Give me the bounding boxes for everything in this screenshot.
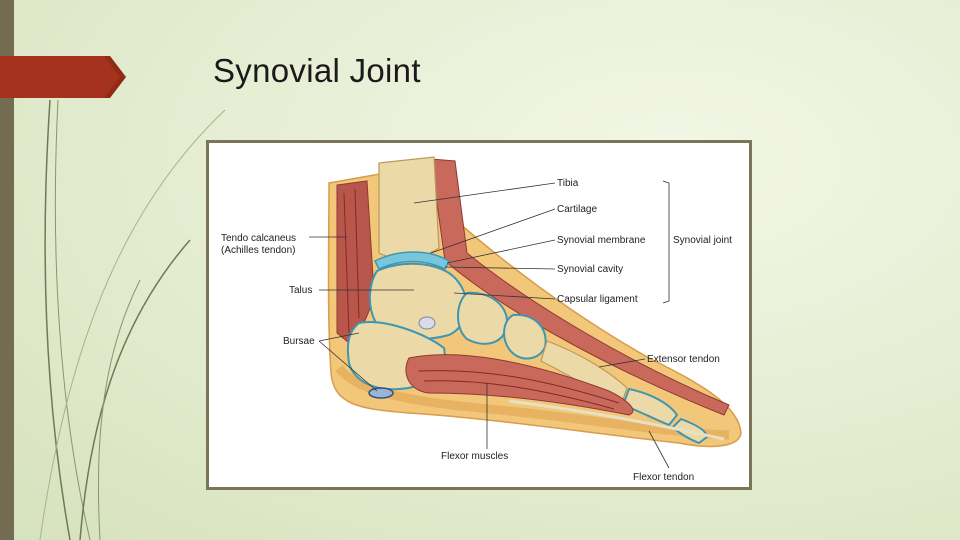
label-cartilage: Cartilage <box>557 204 597 215</box>
foot-illustration: Tibia Cartilage Synovial membrane Synovi… <box>209 143 749 487</box>
bursa-small <box>419 317 435 329</box>
label-tendo-calcaneus: Tendo calcaneus <box>221 233 296 244</box>
label-capsular-ligament: Capsular ligament <box>557 294 638 305</box>
label-flexor-tendon: Flexor tendon <box>633 472 694 483</box>
label-synovial-membrane: Synovial membrane <box>557 235 646 246</box>
label-talus: Talus <box>289 285 312 296</box>
bursa <box>369 388 393 398</box>
label-synovial-cavity: Synovial cavity <box>557 264 623 275</box>
slide-title: Synovial Joint <box>213 52 421 90</box>
label-flexor-muscles: Flexor muscles <box>441 451 508 462</box>
title-accent-tab <box>0 56 130 98</box>
label-tibia: Tibia <box>557 178 579 189</box>
label-synovial-joint: Synovial joint <box>673 235 732 246</box>
label-extensor-tendon: Extensor tendon <box>647 354 720 365</box>
foot-anatomy-figure: Tibia Cartilage Synovial membrane Synovi… <box>206 140 752 490</box>
label-achilles-tendon: (Achilles tendon) <box>221 245 295 256</box>
label-bursae: Bursae <box>283 336 315 347</box>
tibia-bone <box>379 157 439 258</box>
